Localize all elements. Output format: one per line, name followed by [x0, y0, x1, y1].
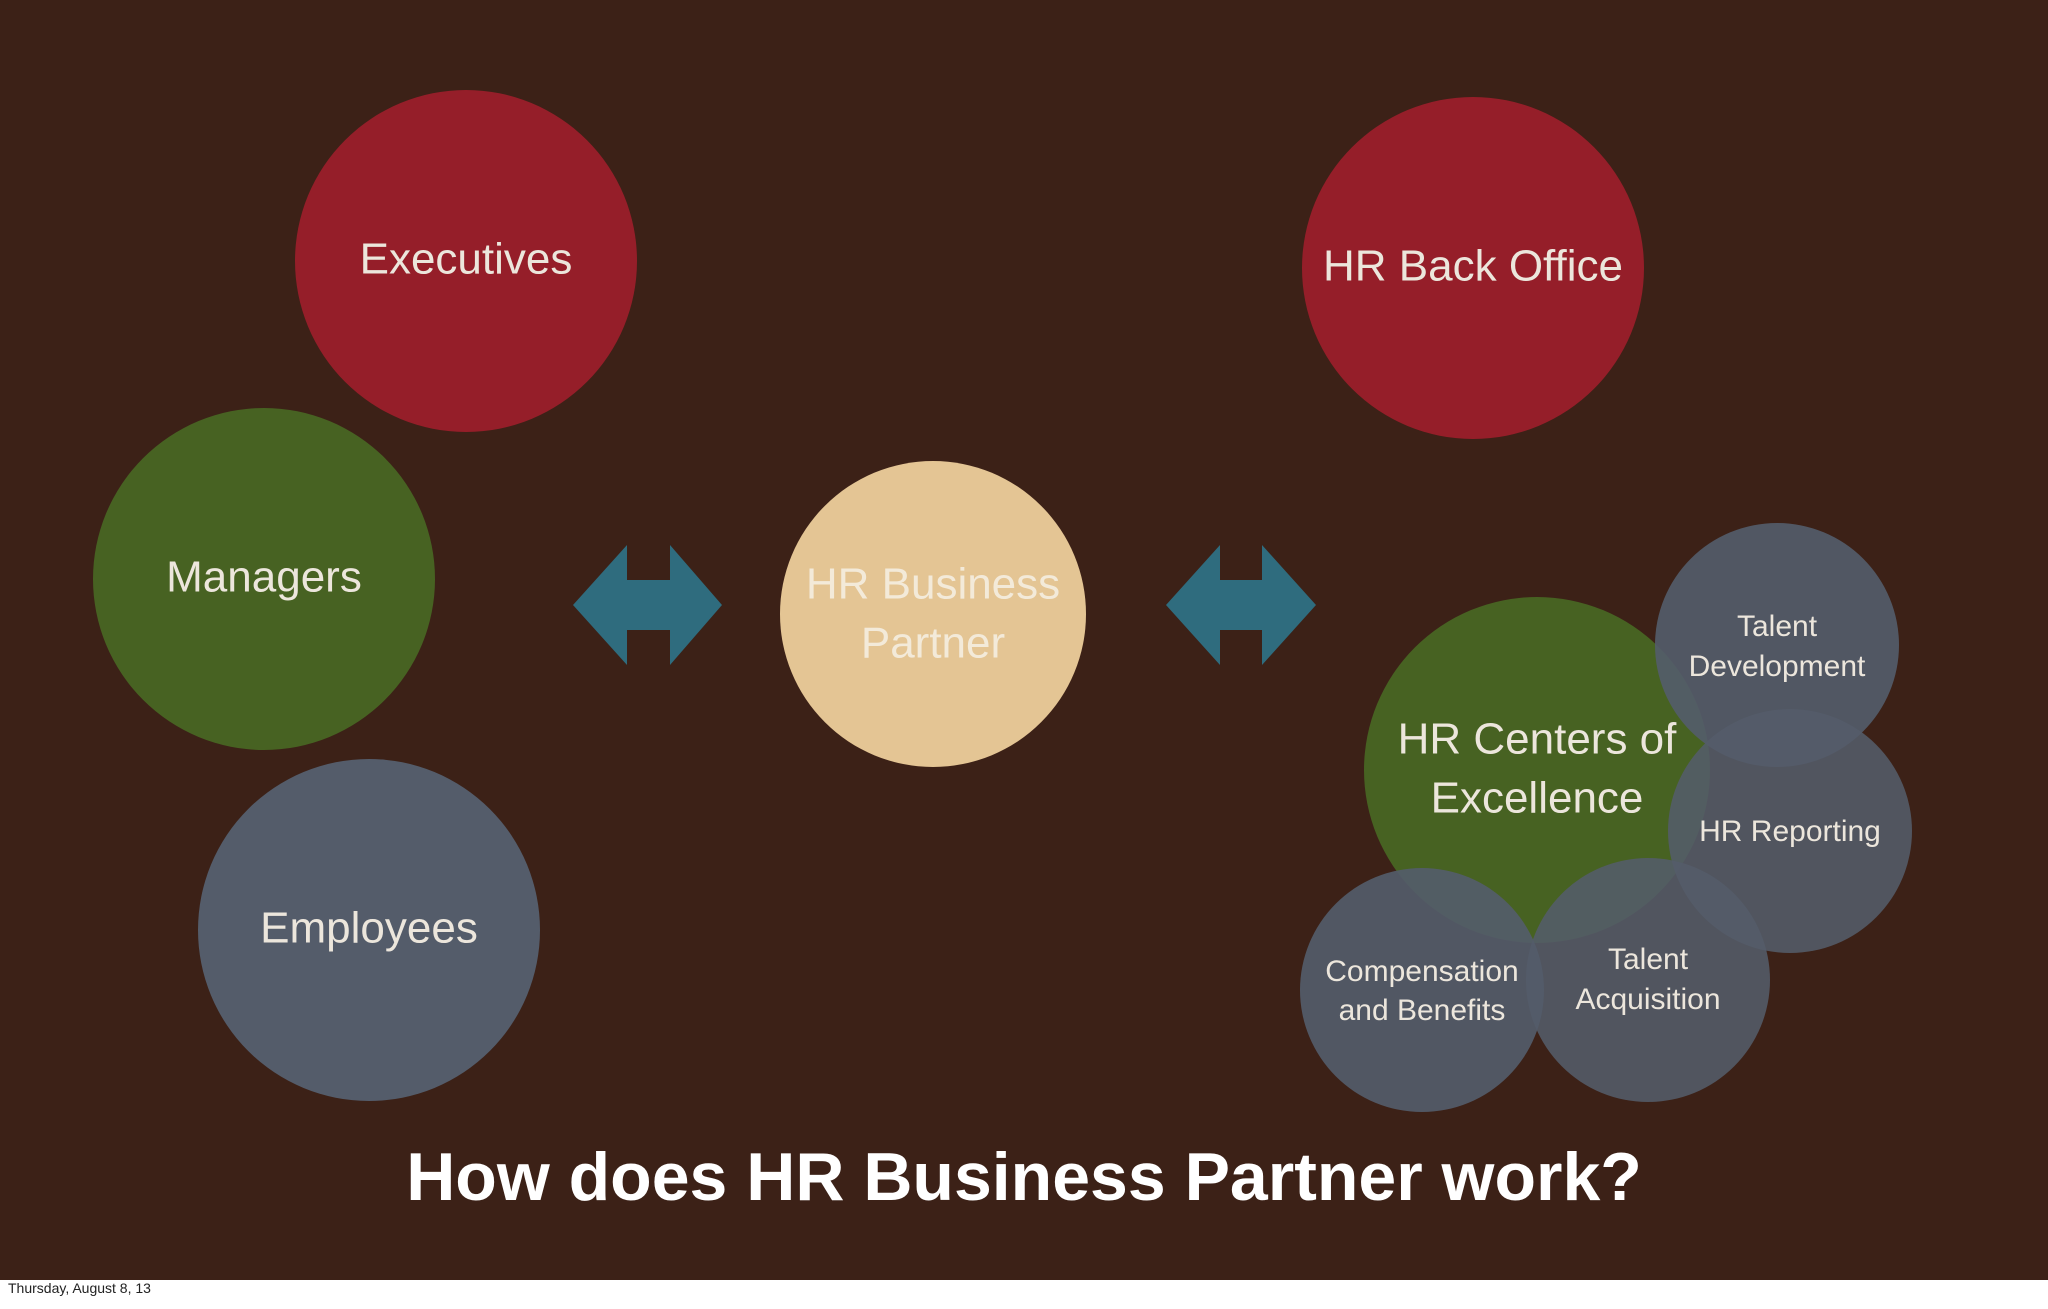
compensation-and-benefits-label-line2: and Benefits [1339, 994, 1506, 1027]
double-arrow-icon [573, 545, 722, 665]
employees-node: Employees [198, 759, 540, 1101]
hr-business-partner-node: HR Business Partner [780, 461, 1086, 767]
talent-development-label-line1: Talent [1737, 610, 1818, 643]
hr-business-partner-label-line1: HR Business [806, 560, 1060, 609]
talent-acquisition-node [1526, 858, 1770, 1102]
hr-business-partner-label-line2: Partner [861, 619, 1005, 668]
talent-acquisition-label-line2: Acquisition [1575, 983, 1720, 1016]
executives-node: Executives [295, 90, 637, 432]
employees-label: Employees [260, 904, 478, 953]
hr-reporting-label: HR Reporting [1699, 815, 1881, 848]
talent-development-label-line2: Development [1689, 650, 1866, 683]
hr-centers-of-excellence-node [1364, 597, 1710, 943]
compensation-and-benefits-node [1300, 868, 1544, 1112]
managers-label: Managers [166, 553, 362, 602]
talent-acquisition-label-line1: Talent [1608, 943, 1689, 976]
hr-back-office-node: HR Back Office [1302, 97, 1644, 439]
managers-node: Managers [93, 408, 435, 750]
compensation-and-benefits-label-line1: Compensation [1325, 955, 1518, 988]
hr-centers-of-excellence-label-line1: HR Centers of [1398, 715, 1678, 764]
hr-back-office-label: HR Back Office [1323, 242, 1623, 291]
hr-centers-of-excellence-label-line2: Excellence [1431, 774, 1644, 823]
executives-label: Executives [360, 235, 573, 284]
footer-date: Thursday, August 8, 13 [8, 1280, 151, 1296]
double-arrow-icon [1166, 545, 1316, 665]
talent-development-node [1655, 523, 1899, 767]
slide-title: How does HR Business Partner work? [406, 1139, 1642, 1215]
